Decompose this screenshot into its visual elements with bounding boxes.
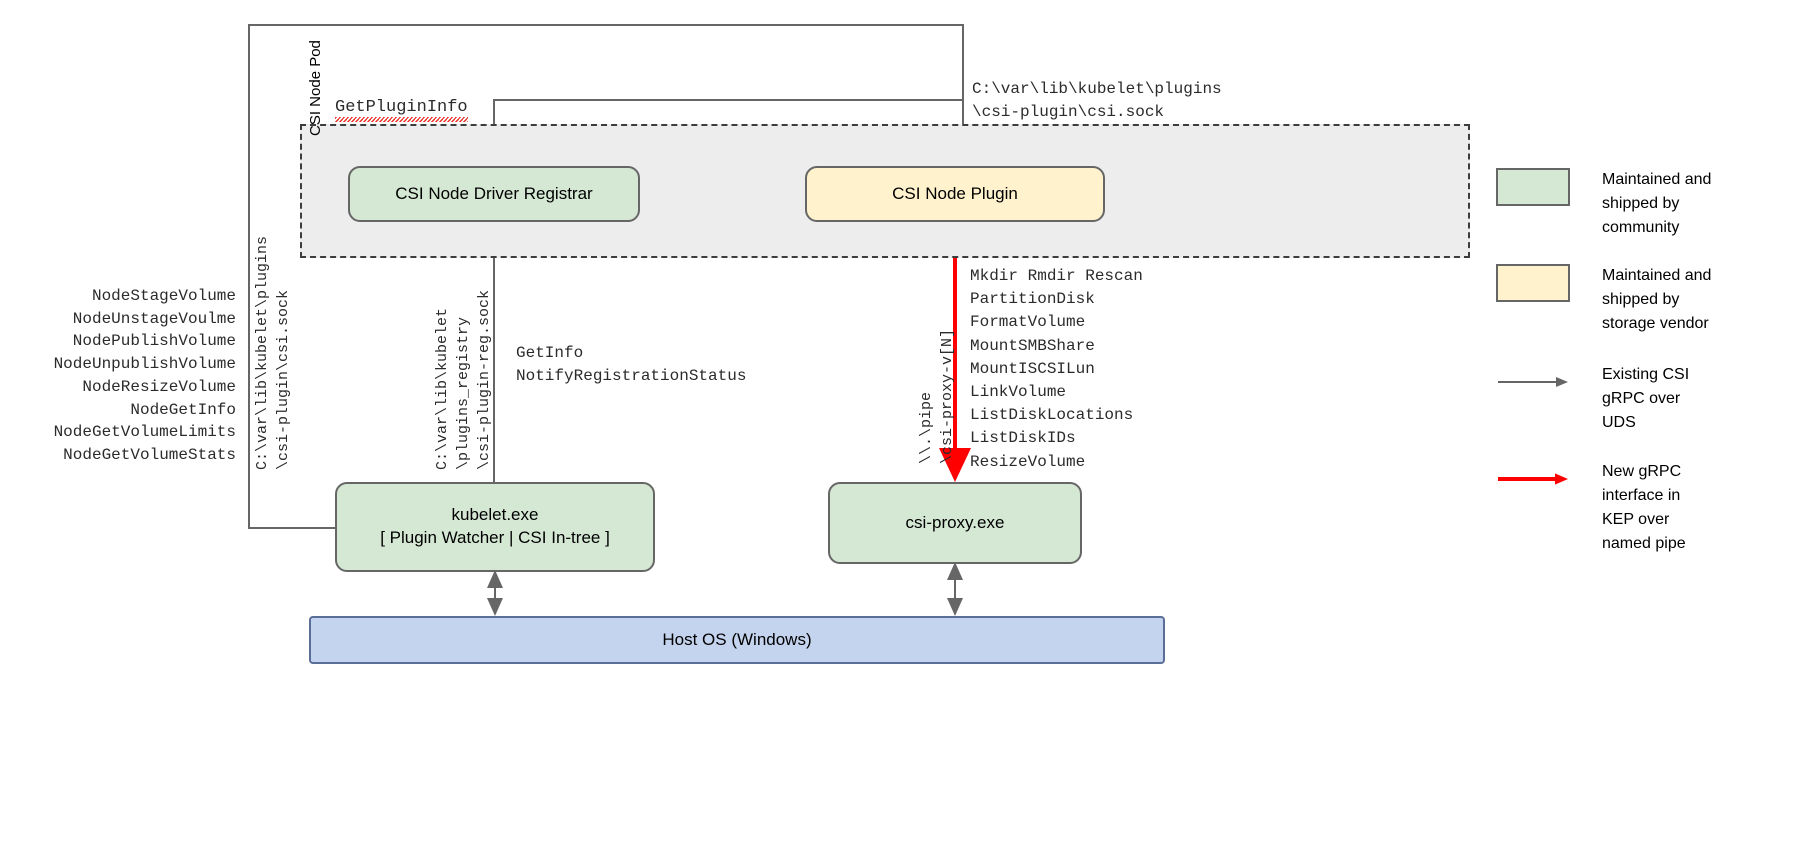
csi-node-plugin-box[interactable]: CSI Node Plugin [805,166,1105,222]
node-service-call-item: NodeGetVolumeStats [63,446,236,465]
host-os-box[interactable]: Host OS (Windows) [309,616,1165,664]
csi-proxy-exe-box[interactable]: csi-proxy.exe [828,482,1082,564]
csi-proxy-call-item: Mkdir Rmdir Rescan [970,267,1143,285]
csi-proxy-call-item: MountISCSILun [970,359,1095,378]
legend-row: Maintained and shipped by storage vendor [1496,264,1711,336]
kubelet-exe-subtitle: [ Plugin Watcher | CSI In-tree ] [380,528,610,547]
node-service-call-item: NodeGetInfo [130,400,236,419]
csi-node-driver-registrar-box[interactable]: CSI Node Driver Registrar [348,166,640,222]
get-plugin-info-label: GetPluginInfo [335,98,468,122]
node-service-call-item: NodeUnpublishVolume [53,355,236,374]
csi-proxy-call-item: MountSMBShare [970,336,1095,355]
get-plugin-info-text: GetPluginInfo [335,98,468,122]
plugin-registration-socket-path-label: C:\var\lib\kubelet \plugins_registry \cs… [434,289,493,470]
legend-arrow-icon [1496,363,1570,401]
node-service-call-item: NodeStageVolume [91,287,236,305]
node-service-call-item: NodeUnstageVoulme [72,309,236,328]
csi-proxy-call-item: PartitionDisk [970,290,1095,309]
csi-proxy-call-item: FormatVolume [970,313,1086,332]
node-service-call-item: NodePublishVolume [72,332,236,351]
registration-calls-label: GetInfo NotifyRegistrationStatus [516,344,747,386]
legend-color-swatch [1496,264,1570,302]
legend-label: Maintained and shipped by storage vendor [1602,267,1712,332]
csi-node-plugin-label: CSI Node Plugin [892,183,1018,203]
csi-proxy-call-item: LinkVolume [970,382,1067,401]
legend-arrow-icon [1496,460,1570,498]
csi-node-pod-label: CSI Node Pod [307,40,324,136]
legend-row: Existing CSI gRPC over UDS [1496,363,1689,435]
csi-proxy-call-item: ListDiskIDs [970,429,1076,448]
legend-label: Existing CSI gRPC over UDS [1602,366,1690,431]
csi-sock-path-label: C:\var\lib\kubelet\plugins \csi-plugin\c… [972,80,1222,122]
host-os-label: Host OS (Windows) [662,629,812,649]
node-service-call-item: NodeGetVolumeLimits [53,423,236,442]
node-service-call-item: NodeResizeVolume [82,377,236,396]
registrar-socket-path-label: C:\var\lib\kubelet\plugins \csi-plugin\c… [254,235,292,470]
csi-proxy-exe-label: csi-proxy.exe [905,512,1005,532]
legend-color-swatch [1496,168,1570,206]
csi-proxy-call-item: ListDiskLocations [970,406,1134,425]
csi-node-driver-registrar-label: CSI Node Driver Registrar [395,183,593,203]
legend-label: New gRPC interface in KEP over named pip… [1602,463,1686,552]
kubelet-exe-box[interactable]: kubelet.exe [ Plugin Watcher | CSI In-tr… [335,482,655,572]
kubelet-exe-title: kubelet.exe [451,505,539,525]
legend-row: Maintained and shipped by community [1496,168,1711,240]
legend-row: New gRPC interface in KEP over named pip… [1496,460,1686,556]
legend-label: Maintained and shipped by community [1602,171,1712,236]
csi-proxy-call-item: ResizeVolume [970,452,1086,471]
named-pipe-path-label: \\.\pipe \csi-proxy-v[N] [918,328,956,464]
